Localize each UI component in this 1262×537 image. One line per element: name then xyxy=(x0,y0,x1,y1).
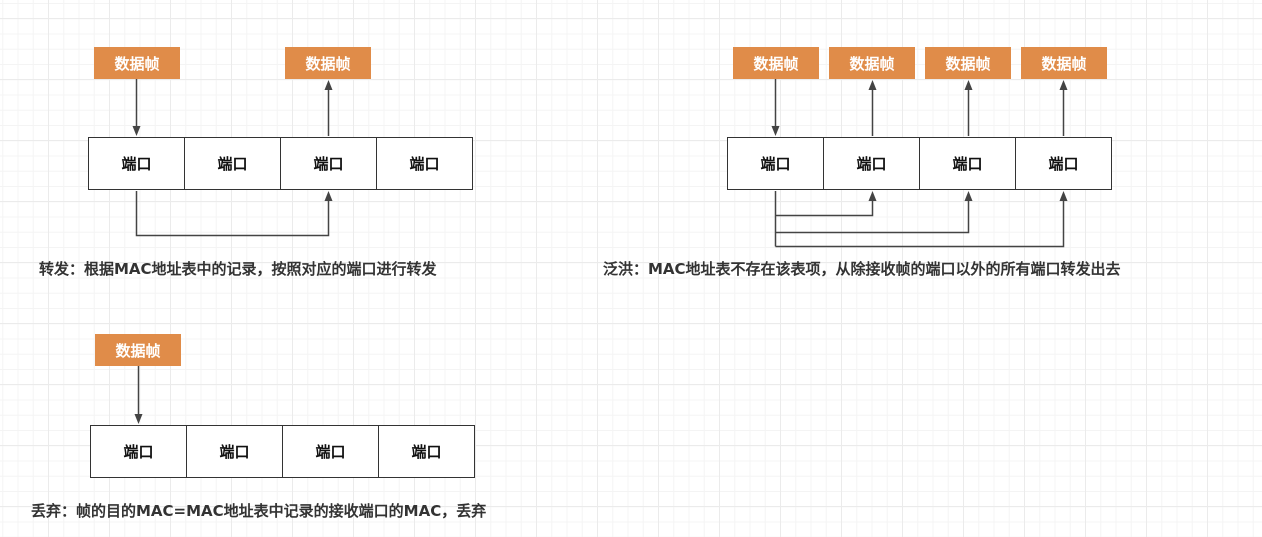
port-1[interactable]: 端口 xyxy=(121,155,152,173)
port-4[interactable]: 端口 xyxy=(376,138,472,189)
forward-switch-path xyxy=(135,191,330,237)
flood-path-arrowhead-3 xyxy=(964,191,973,201)
flood-out-arrowhead-3 xyxy=(964,80,973,90)
discard-incoming-frame[interactable]: 数据帧 xyxy=(95,334,181,366)
flood-in-arrowhead xyxy=(771,126,780,136)
discard-in-arrowhead xyxy=(134,414,143,424)
port-4[interactable]: 端口 xyxy=(1015,138,1111,189)
forward-incoming-frame[interactable]: 数据帧 xyxy=(94,47,180,79)
forward-port-row: 端口 端口 端口 端口 xyxy=(88,137,473,190)
port-2[interactable]: 端口 xyxy=(184,138,280,189)
flood-port-row: 端口 端口 端口 端口 xyxy=(727,137,1112,190)
flood-outgoing-frame-3[interactable]: 数据帧 xyxy=(925,47,1011,79)
forward-switch-arrowhead xyxy=(324,191,333,201)
discard-caption: 丢弃：帧的目的MAC=MAC地址表中记录的接收端口的MAC，丢弃 xyxy=(31,502,487,520)
port-3[interactable]: 端口 xyxy=(919,138,1015,189)
flood-outgoing-frame-4[interactable]: 数据帧 xyxy=(1021,47,1107,79)
flood-incoming-frame[interactable]: 数据帧 xyxy=(733,47,819,79)
flood-path-arrowhead-2 xyxy=(868,191,877,201)
flood-out-arrowhead-4 xyxy=(1059,80,1068,90)
port-2[interactable]: 端口 xyxy=(186,426,282,477)
flood-out-arrowhead-2 xyxy=(868,80,877,90)
port-2[interactable]: 端口 xyxy=(823,138,919,189)
discard-port-row: 端口 端口 端口 端口 xyxy=(90,425,475,478)
port-3[interactable]: 端口 xyxy=(282,426,378,477)
port-1[interactable]: 端口 xyxy=(760,155,791,173)
flood-path-4 xyxy=(775,201,1065,248)
flood-path-2 xyxy=(775,201,874,217)
forward-outgoing-frame[interactable]: 数据帧 xyxy=(285,47,371,79)
flood-path-arrowhead-4 xyxy=(1059,191,1068,201)
flood-path-3 xyxy=(775,201,970,234)
flood-outgoing-frame-2[interactable]: 数据帧 xyxy=(829,47,915,79)
forward-in-arrowhead xyxy=(132,126,141,136)
port-1[interactable]: 端口 xyxy=(123,443,154,461)
forward-out-arrowhead xyxy=(324,80,333,90)
flood-caption: 泛洪：MAC地址表不存在该表项，从除接收帧的端口以外的所有端口转发出去 xyxy=(603,260,1121,278)
port-4[interactable]: 端口 xyxy=(378,426,474,477)
port-3[interactable]: 端口 xyxy=(280,138,376,189)
forward-caption: 转发：根据MAC地址表中的记录，按照对应的端口进行转发 xyxy=(39,260,437,278)
